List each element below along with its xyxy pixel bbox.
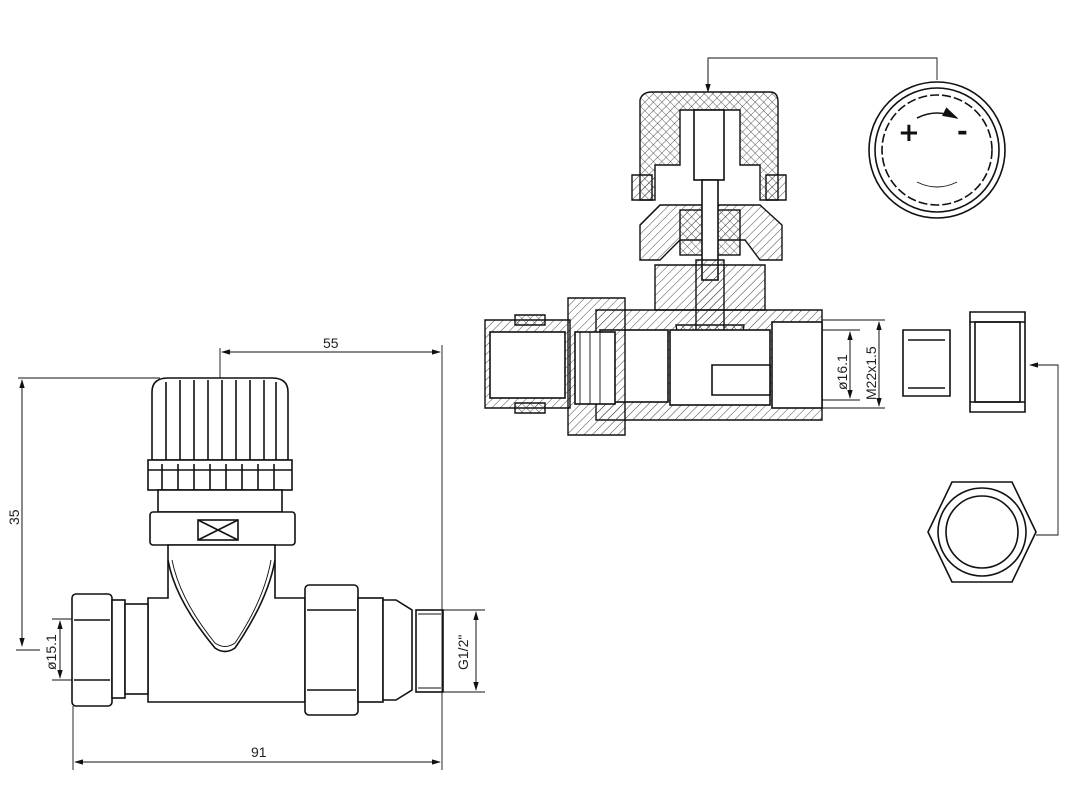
rotation-arrow-icon xyxy=(916,107,959,119)
dim-91-label: 91 xyxy=(251,744,267,760)
thermostatic-knob xyxy=(147,377,296,546)
dimension-lines xyxy=(16,345,485,770)
dim-bore-diameter-label: ø16.1 xyxy=(834,354,850,390)
left-union-nut xyxy=(71,593,149,707)
hex-nut xyxy=(927,481,1037,583)
dim-pipe-diameter-label: ø15.1 xyxy=(43,634,59,670)
exploded-parts xyxy=(902,311,1059,583)
valve-body xyxy=(147,544,306,703)
section-view: ø16.1 M22x1.5 xyxy=(484,57,938,436)
minus-symbol: - xyxy=(957,117,968,147)
dim-35-label: 35 xyxy=(6,509,22,525)
dim-55-label: 55 xyxy=(323,335,339,351)
plus-symbol: + xyxy=(898,118,920,148)
right-union-nut xyxy=(304,584,444,716)
front-view: 55 35 ø15.1 G1/2" 91 xyxy=(6,335,485,770)
dim-thread-label: G1/2" xyxy=(455,635,471,670)
dim-m22-thread-label: M22x1.5 xyxy=(863,346,879,400)
knob-top-detail: + - xyxy=(868,81,1006,219)
